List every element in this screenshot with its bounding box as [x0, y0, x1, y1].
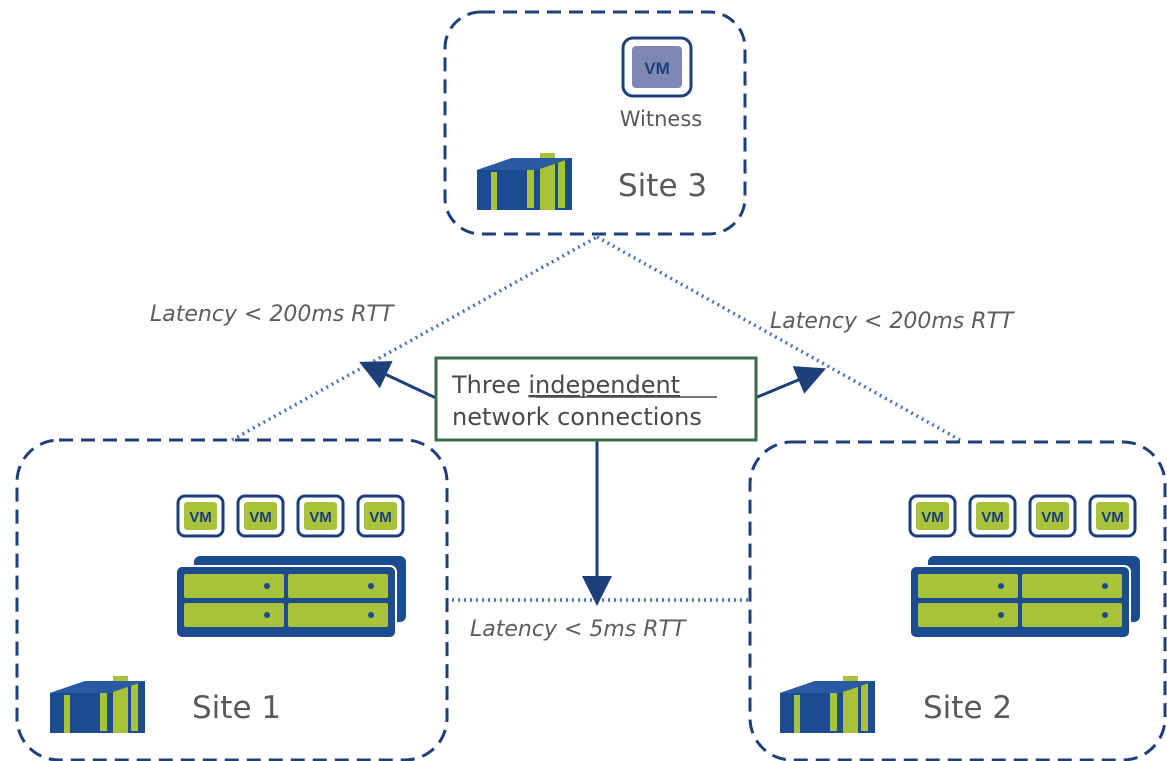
callout-line-1: Three independent: [451, 371, 680, 399]
site-1: VM VM VM VM Site 1: [15, 438, 449, 761]
vm-icon: VM: [1088, 494, 1137, 538]
site-2-label: Site 2: [923, 690, 1012, 726]
vm-icon: VM: [296, 494, 345, 538]
vm-label: VM: [309, 509, 332, 526]
vm-icon: VM: [1028, 494, 1077, 538]
vm-label: VM: [189, 509, 212, 526]
datacenter-icon: [780, 676, 875, 733]
vm-label: VM: [249, 509, 272, 526]
callout-line-2: network connections: [452, 403, 702, 431]
latency-label-left: Latency < 200ms RTT: [150, 302, 395, 327]
vm-icon: VM: [356, 494, 405, 538]
datacenter-icon: [50, 676, 145, 733]
vm-label: VM: [981, 509, 1004, 526]
site-1-label: Site 1: [192, 690, 281, 726]
vm-label: VM: [1101, 509, 1124, 526]
datacenter-icon: [477, 153, 572, 210]
site-3-label: Site 3: [618, 168, 707, 204]
latency-label-bottom: Latency < 5ms RTT: [470, 617, 687, 642]
vm-icon: VM: [236, 494, 285, 538]
arrow-to-right-link: [754, 366, 827, 400]
callout-underlined: independent: [528, 371, 680, 399]
latency-label-right: Latency < 200ms RTT: [770, 309, 1015, 334]
witness-vm-text: VM: [644, 59, 670, 78]
site-2: VM VM VM VM Site 2: [748, 440, 1167, 761]
vm-label: VM: [1041, 509, 1064, 526]
vm-label: VM: [369, 509, 392, 526]
callout-box: Three independent network connections: [434, 356, 758, 442]
server-stack-icon: [909, 555, 1141, 639]
server-stack-icon: [175, 555, 407, 639]
witness-vm-icon: VM: [621, 36, 693, 98]
link-site1-site3: [231, 235, 598, 442]
site-3: Site 3 VM Witness: [443, 10, 747, 236]
vm-icon: VM: [176, 494, 225, 538]
callout-prefix: Three: [451, 371, 528, 399]
arrow-to-left-link: [359, 361, 437, 400]
vm-icon: VM: [908, 494, 957, 538]
vm-label: VM: [921, 509, 944, 526]
witness-label: Witness: [620, 107, 702, 131]
vm-icon: VM: [968, 494, 1017, 538]
